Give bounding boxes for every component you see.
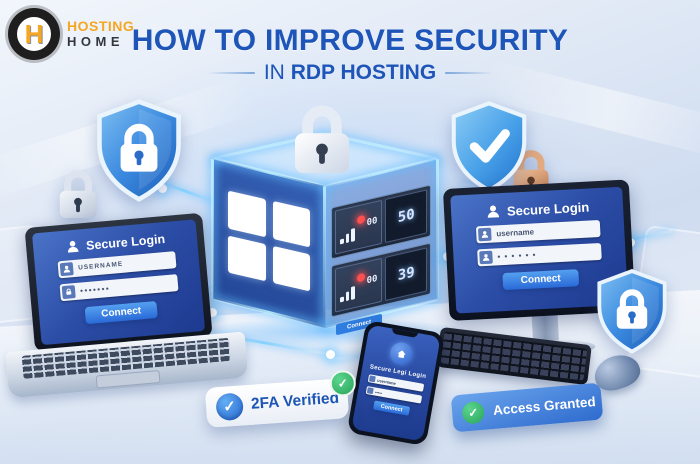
hosting-home-logo: H HOSTING HOME [8, 8, 134, 60]
desktop-monitor: Secure Login username • • • • • • Connec… [442, 179, 643, 389]
monitor-login-ui: Secure Login username • • • • • • Connec… [450, 186, 629, 314]
cube-top-padlock-icon [286, 100, 358, 177]
monitor-password-value: • • • • • • [497, 250, 537, 262]
smartphone: Secure Legi Login username ••••• Connect [346, 319, 446, 447]
laptop-trackpad [95, 369, 161, 389]
logo-letter-h: H [24, 18, 44, 49]
signal-bars-icon [340, 286, 355, 303]
glow-dot [158, 184, 167, 193]
shield-lock-left-icon [93, 98, 185, 203]
laptop: Secure Login USERNAME ••••••• Connect [0, 210, 249, 410]
phone-notch [391, 328, 419, 338]
server-unit-2-display: 39 [385, 247, 427, 301]
title-in: IN [263, 61, 285, 84]
phone-connect-button: Connect [373, 400, 411, 416]
monitor-login-heading: Secure Login [485, 198, 590, 219]
signal-bars-icon [340, 228, 355, 245]
lock-icon [366, 387, 374, 395]
server-unit-1-display: 50 [385, 189, 427, 243]
laptop-login-ui: Secure Login USERNAME ••••••• Connect [31, 219, 206, 346]
server-unit-2-status: 00 [335, 257, 383, 313]
person-icon [479, 250, 493, 265]
laptop-connect-button: Connect [84, 300, 158, 325]
monitor-password-field: • • • • • • [477, 242, 602, 267]
user-avatar-icon [65, 238, 81, 254]
title-dash-left [206, 72, 255, 74]
brand-name-home: HOME [67, 34, 124, 49]
led-value: 00 [366, 273, 378, 287]
lock-icon [61, 285, 76, 300]
check-circle-blue-icon: ✓ [215, 391, 245, 421]
brand-name-hosting: HOSTING [67, 18, 135, 34]
led-value: 00 [366, 215, 378, 229]
glow-dot [208, 308, 217, 317]
laptop-login-heading: Secure Login [65, 231, 166, 255]
server-unit-1-status: 00 [335, 199, 383, 255]
person-icon [477, 227, 492, 242]
shield-lock-right-icon [594, 268, 670, 355]
page-title: HOW TO IMPROVE SECURITY IN RDP HOSTING [105, 24, 595, 85]
monitor-screen: Secure Login username • • • • • • Connec… [442, 179, 636, 321]
title-line1: HOW TO IMPROVE SECURITY [131, 24, 569, 57]
status-led-red [357, 272, 365, 283]
laptop-password-value: ••••••• [79, 283, 111, 296]
phone-screen: Secure Legi Login username ••••• Connect [351, 324, 441, 442]
person-icon [59, 262, 74, 277]
status-led-red [357, 214, 365, 225]
phone-password-value: ••••• [374, 389, 383, 396]
logo-inner-circle [14, 14, 54, 54]
monitor-username-field: username [475, 219, 601, 244]
laptop-screen: Secure Login USERNAME ••••••• Connect [24, 212, 213, 352]
logo-text: HOSTING HOME [67, 18, 135, 50]
person-icon [368, 375, 376, 383]
padlock-silver-icon [52, 166, 104, 222]
shield-check-icon [448, 100, 530, 193]
user-avatar-icon [485, 203, 502, 220]
laptop-username-value: USERNAME [77, 260, 124, 272]
monitor-username-value: username [496, 227, 535, 239]
title-line2: IN RDP HOSTING [105, 61, 595, 85]
check-circle-green-icon: ✓ [461, 400, 486, 425]
badge-access-label: Access Granted [492, 394, 597, 418]
badge-2fa-label: 2FA Verified [250, 389, 340, 413]
glow-dot [326, 350, 335, 359]
title-rdp-hosting: RDP HOSTING [290, 61, 437, 84]
phone-username-value: username [376, 377, 397, 386]
server-rack: 00 50 00 39 [331, 184, 431, 318]
monitor-connect-button: Connect [502, 269, 580, 291]
title-dash-right [445, 72, 494, 74]
phone-app-home-icon [388, 340, 414, 367]
logo-gear-badge: H [8, 8, 60, 60]
laptop-username-field: USERNAME [57, 251, 177, 279]
laptop-password-field: ••••••• [59, 274, 179, 302]
